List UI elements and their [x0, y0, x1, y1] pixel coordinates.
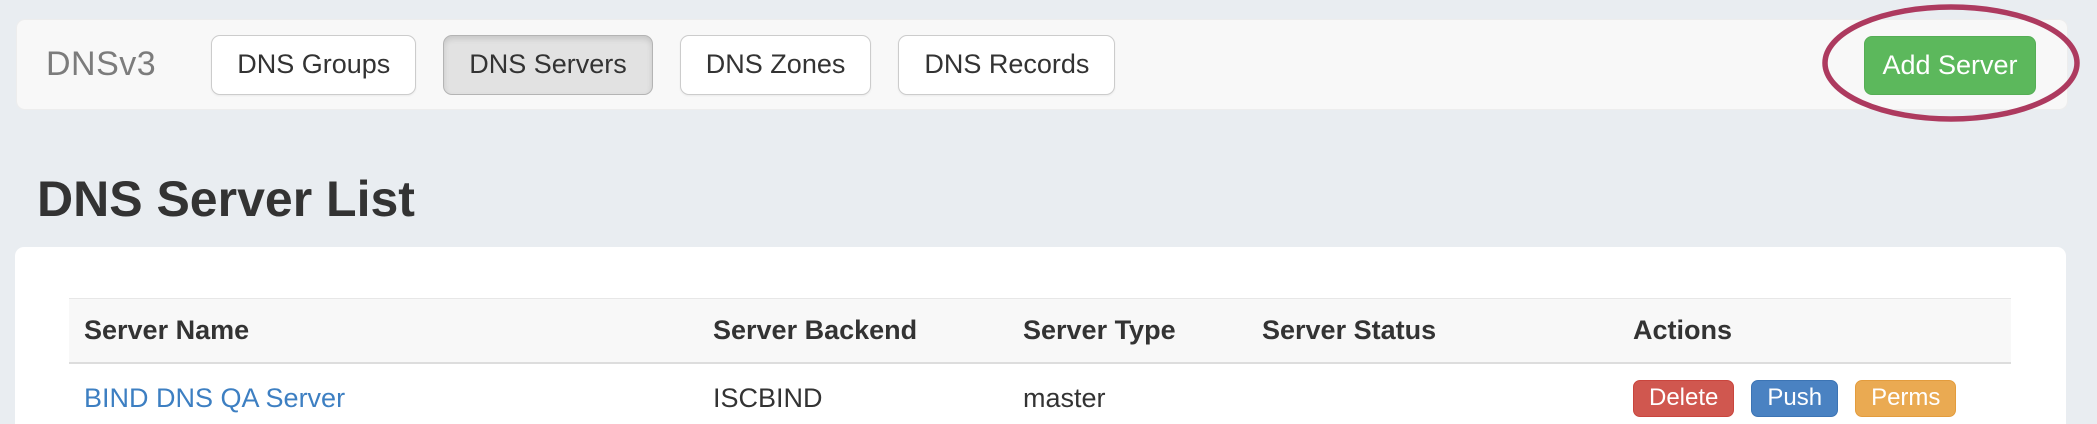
tab-dns-records[interactable]: DNS Records	[898, 34, 1116, 95]
server-table: Server Name Server Backend Server Type S…	[69, 298, 2011, 424]
column-header-server-name: Server Name	[84, 315, 250, 345]
server-name-link[interactable]: BIND DNS QA Server	[84, 382, 346, 413]
table-row: BIND DNS QA Server ISCBIND master Delete…	[69, 364, 2011, 424]
table-header-row: Server Name Server Backend Server Type S…	[69, 298, 2011, 364]
server-list-card: Server Name Server Backend Server Type S…	[15, 247, 2066, 424]
actions-button-group: Delete Push Perms	[1633, 379, 2011, 417]
column-header-server-status: Server Status	[1262, 315, 1437, 345]
server-name-cell: BIND DNS QA Server	[69, 383, 698, 414]
server-backend-cell: ISCBIND	[713, 382, 823, 413]
brand-logo[interactable]: DNSv3	[46, 45, 157, 83]
tab-dns-zones[interactable]: DNS Zones	[679, 34, 872, 95]
delete-button[interactable]: Delete	[1633, 379, 1735, 417]
actions-cell: Delete Push Perms	[1618, 379, 2011, 417]
column-header-server-backend: Server Backend	[713, 315, 918, 345]
tab-dns-servers[interactable]: DNS Servers	[443, 34, 653, 95]
server-type-cell: master	[1023, 382, 1106, 413]
nav-tab-group: DNS Groups DNS Servers DNS Zones DNS Rec…	[211, 34, 1116, 95]
perms-button[interactable]: Perms	[1855, 379, 1957, 417]
push-button[interactable]: Push	[1751, 379, 1839, 417]
tab-dns-groups[interactable]: DNS Groups	[211, 34, 417, 95]
column-header-actions: Actions	[1633, 315, 1733, 345]
navbar: DNSv3 DNS Groups DNS Servers DNS Zones D…	[16, 19, 2068, 110]
column-header-server-type: Server Type	[1023, 315, 1176, 345]
page-title: DNS Server List	[37, 171, 415, 227]
add-server-button[interactable]: Add Server	[1864, 36, 2036, 95]
